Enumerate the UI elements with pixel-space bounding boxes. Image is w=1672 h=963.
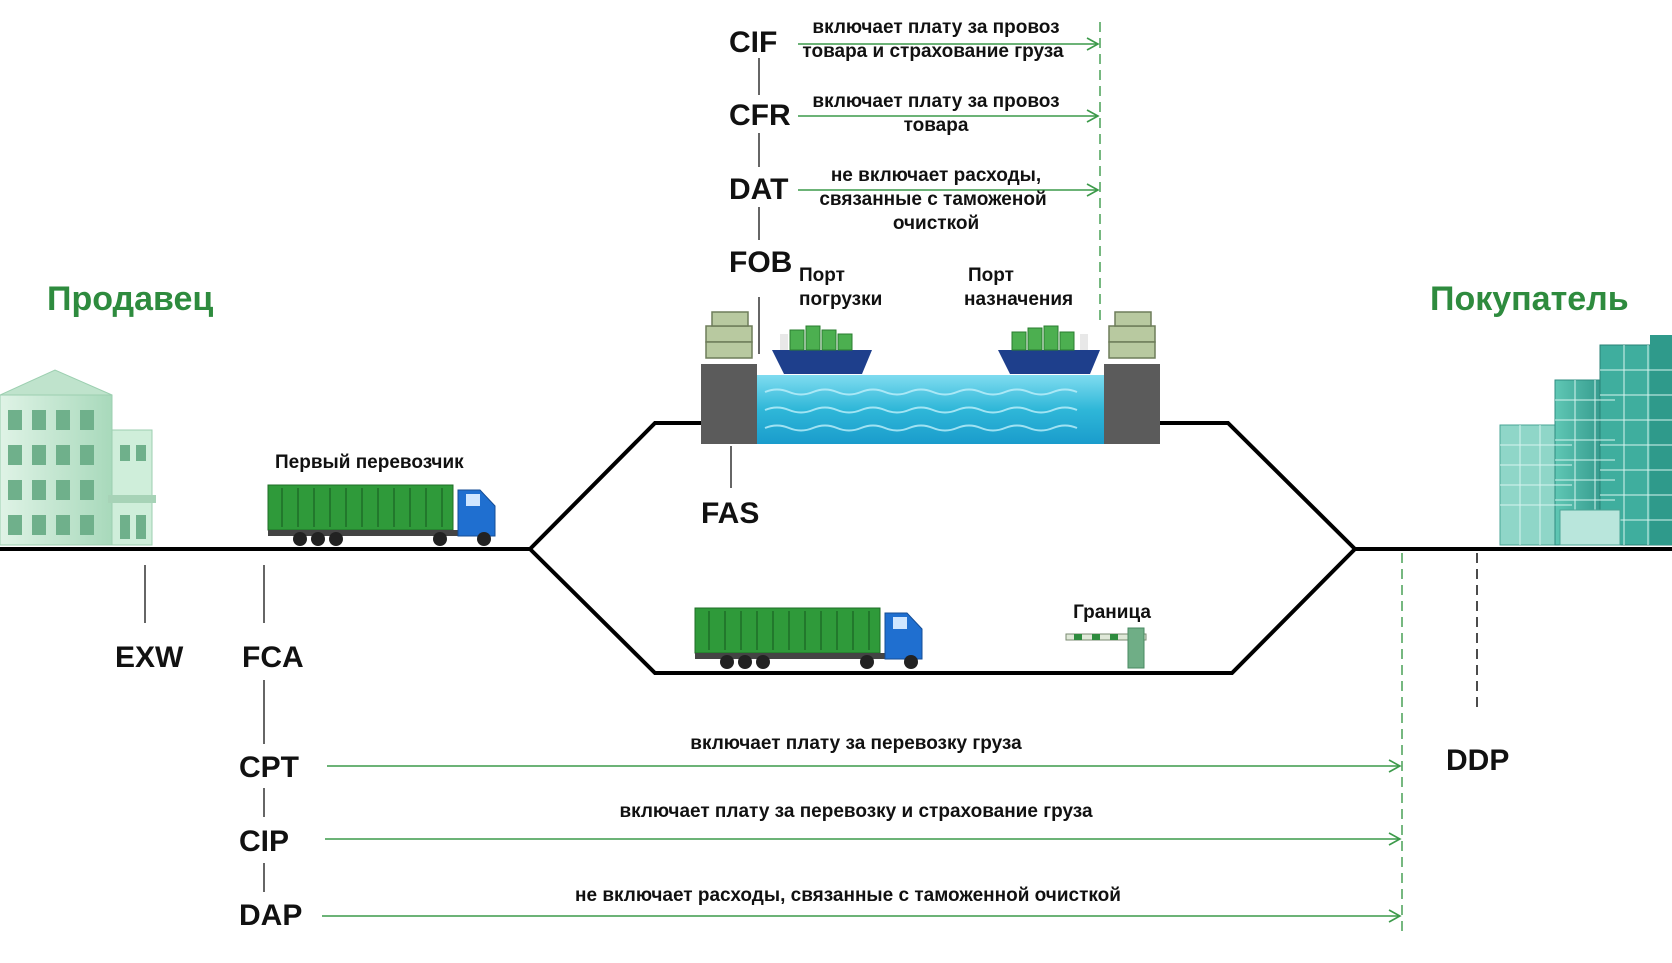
term-fca: FCA (242, 641, 304, 674)
truck-icon (694, 607, 923, 669)
buyer-building-icon (1499, 335, 1672, 546)
cip-note: включает плату за перевозку и страховани… (619, 801, 1093, 822)
delivery-boundaries (1099, 22, 1478, 937)
port-loading-label-line2: погрузки (799, 289, 882, 310)
port-loading-label-line1: Порт (799, 265, 845, 286)
term-fas: FAS (701, 497, 759, 530)
term-cip: CIP (239, 825, 289, 858)
border-label: Граница (1073, 602, 1151, 623)
term-exw: EXW (115, 641, 184, 674)
term-connectors (144, 58, 760, 892)
term-cif: CIF (729, 26, 777, 59)
cpt-note: включает плату за перевозку груза (690, 733, 1022, 754)
seller-building-icon (0, 369, 156, 546)
term-cpt: CPT (239, 751, 299, 784)
buyer-label: Покупатель (1430, 280, 1629, 318)
border-barrier-icon (1065, 627, 1147, 669)
cfr-note-line2: товара (904, 115, 969, 136)
seller-label: Продавец (47, 280, 213, 318)
cfr-note-line1: включает плату за провоз (812, 91, 1059, 112)
cargo-ship-icon (998, 325, 1100, 374)
loading-dock (701, 364, 757, 444)
cif-note-line2: товара и страхование груза (802, 41, 1064, 62)
dat-note-line2: связанные с таможеной (819, 189, 1046, 210)
route-lines (0, 421, 1672, 675)
cargo-ship-icon (772, 325, 872, 374)
term-dap: DAP (239, 899, 302, 932)
term-fob: FOB (729, 246, 792, 279)
cargo-crates-icon (705, 311, 1156, 359)
cost-arrows (322, 37, 1402, 923)
sea-port (701, 311, 1160, 444)
destination-dock (1104, 364, 1160, 444)
port-destination-label-line2: назначения (964, 289, 1073, 310)
cif-note-line1: включает плату за провоз (812, 17, 1059, 38)
truck-icon (267, 484, 496, 546)
dap-note: не включает расходы, связанные с таможен… (575, 885, 1121, 906)
term-cfr: CFR (729, 99, 791, 132)
first-carrier-label: Первый перевозчик (275, 452, 464, 473)
dat-note-line1: не включает расходы, (831, 165, 1041, 186)
term-dat: DAT (729, 173, 788, 206)
port-destination-label-line1: Порт (968, 265, 1014, 286)
dat-note-line3: очисткой (893, 213, 979, 234)
term-ddp: DDP (1446, 744, 1509, 777)
